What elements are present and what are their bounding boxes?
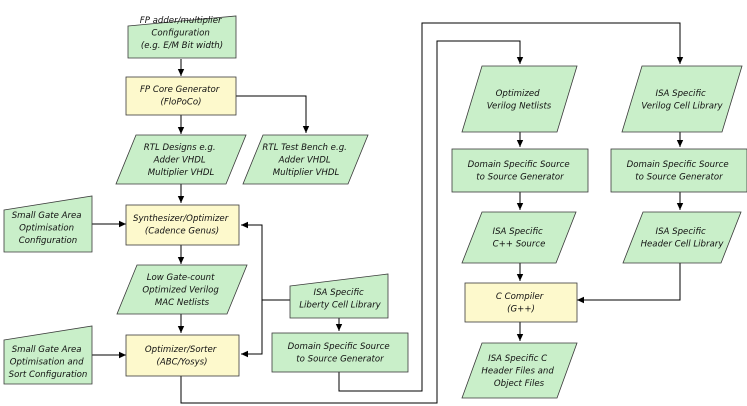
- nodes: FP adder/multiplier Configuration (e.g. …: [3, 15, 747, 399]
- node-label: Small Gate Area Optimisation and Sort Co…: [9, 345, 88, 380]
- node-small-gate-sort-config: Small Gate Area Optimisation and Sort Co…: [3, 325, 93, 385]
- edge-header-to-compiler: [577, 263, 681, 304]
- node-label: Domain Specific Source to Source Generat…: [627, 160, 732, 182]
- node-ds-generator-right: Domain Specific Source to Source Generat…: [610, 148, 747, 193]
- node-isa-c-output: ISA Specific C Header Files and Object F…: [461, 342, 578, 399]
- node-label: Optimizer/Sorter (ABC/Yosys): [145, 345, 219, 367]
- node-label: C Compiler (G++): [496, 292, 546, 314]
- edge-dsgen-to-isaverilog: [338, 22, 684, 392]
- node-label: RTL Designs e.g. Adder VHDL Multiplier V…: [144, 143, 219, 178]
- edge-optsorter-to-optverilog: [180, 40, 524, 404]
- node-label: Domain Specific Source to Source Generat…: [288, 342, 393, 364]
- node-label: ISA Specific Liberty Cell Library: [299, 288, 381, 310]
- node-isa-verilog-lib: ISA Specific Verilog Cell Library: [621, 65, 743, 133]
- node-isa-header-lib: ISA Specific Header Cell Library: [622, 211, 742, 264]
- node-fp-config: FP adder/multiplier Configuration (e.g. …: [127, 15, 237, 59]
- node-label: Low Gate-count Optimized Verilog MAC Net…: [142, 273, 221, 308]
- node-rtl-designs: RTL Designs e.g. Adder VHDL Multiplier V…: [115, 134, 247, 185]
- node-c-compiler: C Compiler (G++): [464, 282, 578, 323]
- node-small-gate-config: Small Gate Area Optimisation Configurati…: [3, 195, 93, 253]
- edge-coregen-to-testbench: [236, 95, 310, 133]
- node-label: Small Gate Area Optimisation Configurati…: [12, 211, 85, 246]
- node-label: Synthesizer/Optimizer (Cadence Genus): [133, 214, 231, 236]
- edges: [92, 22, 684, 404]
- node-optimizer-sorter: Optimizer/Sorter (ABC/Yosys): [125, 334, 240, 377]
- node-label: ISA Specific Header Cell Library: [641, 227, 725, 249]
- node-label: ISA Specific Verilog Cell Library: [641, 89, 723, 111]
- node-label: Domain Specific Source to Source Generat…: [468, 160, 573, 182]
- node-low-gate-netlists: Low Gate-count Optimized Verilog MAC Net…: [116, 264, 248, 315]
- node-optimized-verilog: Optimized Verilog Netlists: [461, 65, 578, 133]
- node-ds-generator-bottom: Domain Specific Source to Source Generat…: [271, 332, 409, 373]
- node-ds-generator-mid: Domain Specific Source to Source Generat…: [451, 148, 589, 193]
- node-rtl-testbench: RTL Test Bench e.g. Adder VHDL Multiplie…: [242, 134, 369, 185]
- node-label: RTL Test Bench e.g. Adder VHDL Multiplie…: [262, 143, 349, 178]
- node-fp-core-generator: FP Core Generator (FloPoCo): [125, 76, 237, 116]
- node-label: ISA Specific C Header Files and Object F…: [481, 354, 556, 389]
- edge-liberty-to-synth: [241, 221, 290, 301]
- node-label: Optimized Verilog Netlists: [487, 89, 552, 111]
- node-synthesizer: Synthesizer/Optimizer (Cadence Genus): [125, 204, 240, 246]
- node-isa-liberty-lib: ISA Specific Liberty Cell Library: [289, 273, 389, 319]
- node-label: FP Core Generator (FloPoCo): [140, 85, 222, 107]
- edge-liberty-to-optsorter: [241, 300, 263, 358]
- node-label: FP adder/multiplier Configuration (e.g. …: [140, 16, 225, 51]
- node-label: ISA Specific C++ Source: [493, 227, 546, 249]
- node-isa-cpp-source: ISA Specific C++ Source: [461, 211, 577, 264]
